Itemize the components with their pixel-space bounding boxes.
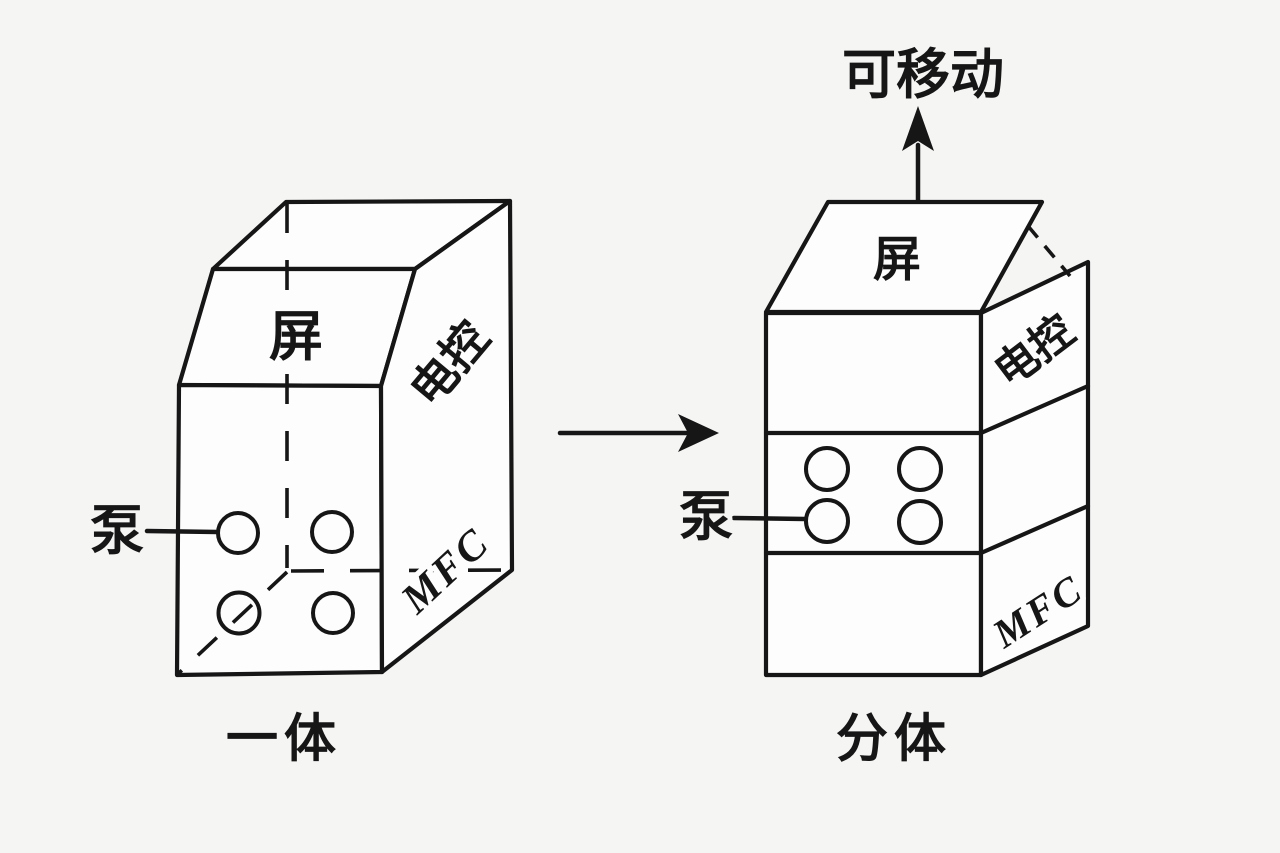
- pump-label: 泵: [90, 501, 144, 561]
- lid-hinge-dashed-line: [1026, 224, 1072, 278]
- pump-leader-line: [144, 528, 220, 535]
- pump-port: [804, 446, 850, 492]
- pump-port: [311, 591, 355, 635]
- pump-port: [897, 446, 943, 492]
- movable-arrow-head: [902, 106, 934, 151]
- split-caption: 分体: [836, 711, 952, 769]
- pump-port: [897, 499, 943, 545]
- integrated-unit-figure: 泵 屏 电控 MFC 一体: [85, 198, 515, 769]
- integrated-caption: 一体: [226, 711, 342, 769]
- split-unit-figure: 可移动 屏 泵 电控 MFC 分体: [674, 40, 1097, 769]
- pump-port: [804, 498, 850, 544]
- movable-label: 可移动: [842, 45, 1004, 105]
- pump-leader-line: [731, 515, 808, 522]
- pump-port: [216, 511, 260, 555]
- pump-label: 泵: [679, 487, 733, 547]
- transform-arrow-head: [678, 414, 719, 452]
- section-divider-side: [978, 503, 1091, 556]
- pump-port: [310, 510, 354, 554]
- split-screen-lid: [763, 199, 1045, 315]
- screen-label: 屏: [873, 234, 921, 287]
- hidden-bottom-back-edge: [290, 568, 511, 573]
- pump-port: [216, 590, 262, 636]
- split-front-face: [763, 310, 984, 678]
- integrated-right-face: [378, 198, 515, 675]
- hidden-bottom-left-edge: [177, 570, 289, 675]
- screen-label: 屏: [269, 307, 323, 367]
- section-divider-side: [978, 383, 1091, 436]
- transform-arrow-icon: [557, 414, 719, 452]
